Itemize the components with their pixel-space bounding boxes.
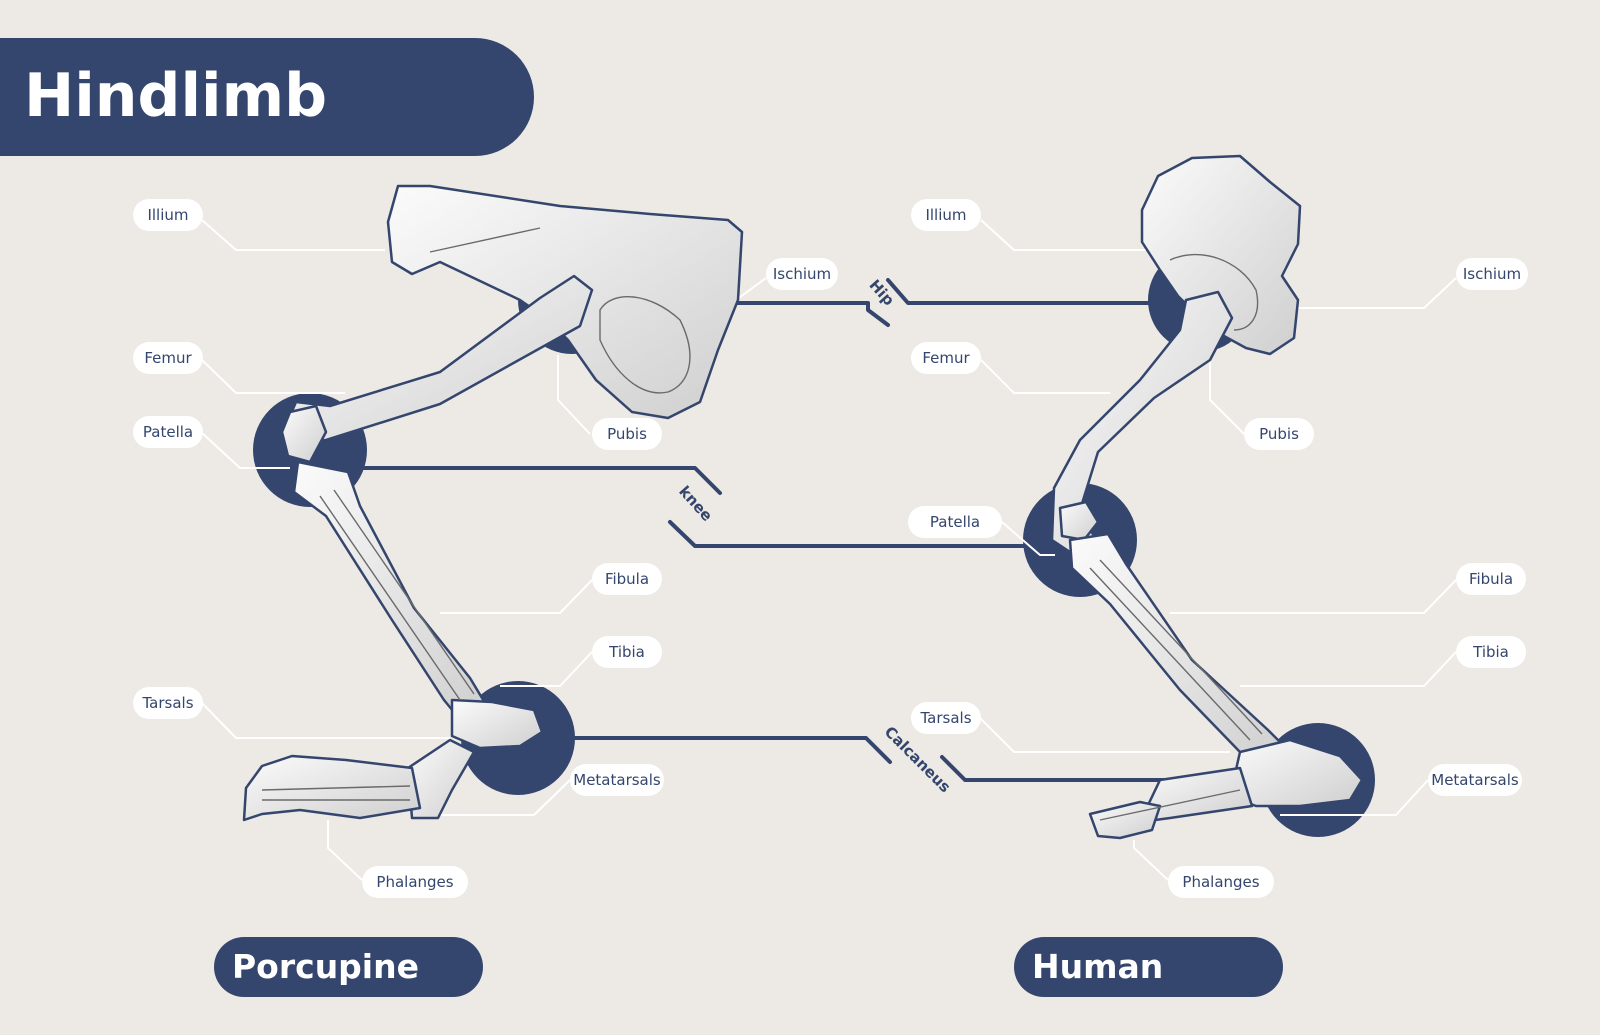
- human-detail-strokes: [1089, 253, 1263, 821]
- human-label-illium: Illium: [911, 199, 981, 231]
- leader-porcupine-phalanges: [327, 820, 363, 881]
- hip-joint-label: Hip: [866, 276, 899, 309]
- porcupine-tarsals: [450, 698, 544, 750]
- knee-connector-left: [360, 466, 722, 495]
- knee-joint-label: knee: [675, 482, 716, 525]
- knee-connector-right: [668, 520, 1032, 548]
- porcupine-label-tarsals: Tarsals: [133, 687, 203, 719]
- porcupine-skeleton: [242, 184, 744, 822]
- leader-porcupine-femur: [201, 359, 345, 394]
- human-tibia: [1068, 532, 1292, 768]
- human-pelvis: [1140, 154, 1302, 356]
- leader-human-ischium: [1290, 277, 1457, 309]
- leader-porcupine-illium: [201, 219, 385, 251]
- human-label-patella: Patella: [908, 506, 1002, 538]
- page-title: Hindlimb: [24, 61, 328, 131]
- leader-human-tarsals: [979, 717, 1230, 753]
- porcupine-label-illium: Illium: [133, 199, 203, 231]
- hip-connector-right: [886, 278, 1152, 305]
- leader-porcupine-fibula: [440, 579, 593, 614]
- porcupine-metatarsals: [406, 738, 476, 820]
- human-patella: [1058, 500, 1100, 542]
- leader-human-metatarsals: [1280, 779, 1429, 816]
- porcupine-label-fibula: Fibula: [592, 563, 662, 595]
- human-label-metatarsals: Metatarsals: [1428, 764, 1522, 796]
- porcupine-label-phalanges: Phalanges: [362, 866, 468, 898]
- leader-porcupine-patella: [201, 432, 290, 469]
- human-label-pubis: Pubis: [1244, 418, 1314, 450]
- calcaneus-connector-left: [573, 736, 892, 764]
- porcupine-patella: [280, 404, 328, 464]
- leader-porcupine-tibia: [500, 651, 593, 687]
- leader-porcupine-metatarsals: [430, 779, 571, 816]
- leader-porcupine-pubis: [557, 355, 591, 435]
- porcupine-label-ischium: Ischium: [766, 258, 838, 290]
- leader-human-fibula: [1170, 579, 1457, 614]
- porcupine-label-femur: Femur: [133, 342, 203, 374]
- leader-human-patella: [1001, 521, 1055, 556]
- human-label-tarsals: Tarsals: [911, 702, 981, 734]
- porcupine-label-pubis: Pubis: [592, 418, 662, 450]
- title-banner: Hindlimb: [0, 38, 534, 156]
- leader-porcupine-tarsals: [201, 702, 450, 739]
- human-label-femur: Femur: [911, 342, 981, 374]
- leader-human-femur: [980, 359, 1110, 394]
- leader-human-illium: [980, 219, 1150, 251]
- human-label-tibia: Tibia: [1456, 636, 1526, 668]
- human-skeleton: [1050, 154, 1364, 840]
- leader-human-pubis: [1209, 350, 1245, 435]
- species-label-porcupine: Porcupine: [214, 937, 483, 997]
- species-label-human: Human: [1014, 937, 1283, 997]
- porcupine-detail-strokes: [261, 227, 691, 801]
- leader-human-phalanges: [1133, 840, 1169, 881]
- porcupine-label-tibia: Tibia: [592, 636, 662, 668]
- leader-human-tibia: [1240, 651, 1457, 687]
- porcupine-label-patella: Patella: [133, 416, 203, 448]
- hip-connector-left: [733, 301, 890, 327]
- human-label-ischium: Ischium: [1456, 258, 1528, 290]
- human-label-fibula: Fibula: [1456, 563, 1526, 595]
- human-label-phalanges: Phalanges: [1168, 866, 1274, 898]
- porcupine-femur: [282, 274, 594, 446]
- porcupine-label-metatarsals: Metatarsals: [570, 764, 664, 796]
